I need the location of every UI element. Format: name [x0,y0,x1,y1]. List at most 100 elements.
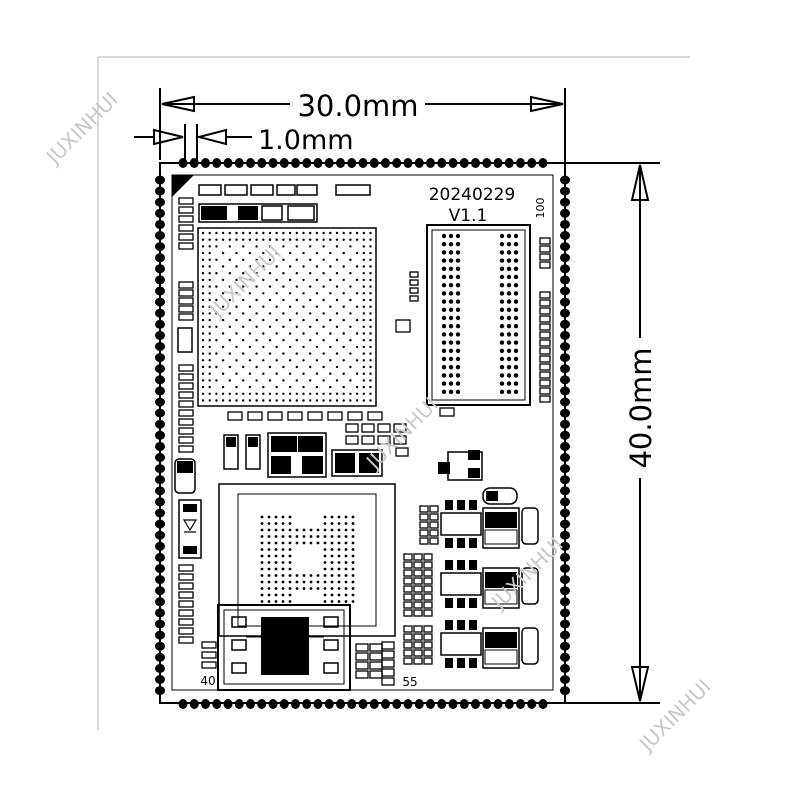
ddr-ball [441,274,447,280]
emmc-ball [260,587,264,590]
edge-pad-top [212,158,222,168]
cpu-ball [275,238,278,241]
emmc-ball [344,535,348,538]
passive-part [539,245,551,253]
emmc-ball [330,580,334,584]
ddr-ball [448,389,454,394]
emmc-ball [267,587,271,590]
ddr-ball [441,348,447,353]
cpu-ball [369,238,372,241]
emmc-ball [351,574,355,577]
cpu-ball [255,339,258,342]
cpu-ball [255,272,258,275]
cpu-ball [322,352,325,355]
cpu-ball [262,392,265,395]
cpu-ball [215,238,218,241]
emmc-ball [344,554,348,558]
passive-part [423,657,433,665]
edge-pad-bottom [381,699,390,709]
ddr-ball [499,274,505,280]
edge-pad-top [201,158,210,168]
ddr-ball [448,340,454,345]
edge-pad-bottom [459,699,469,709]
passive-part [287,411,303,421]
cpu-ball [255,365,258,369]
passive-part [369,643,383,652]
cpu-ball [235,305,238,308]
ddr-ball [448,365,454,370]
cpu-ball [262,251,265,255]
edge-pad-left [155,675,165,684]
cpu-ball [201,238,205,241]
cpu-ball [255,245,258,248]
cpu-ball [235,392,238,395]
emmc-ball [351,580,355,584]
passive-part [395,447,409,457]
cpu-ball [208,298,211,302]
passive-part [178,564,194,572]
cpu-ball [215,285,218,288]
cpu-ball [335,312,339,315]
cpu-ball [201,292,205,295]
cpu-ball [335,298,339,302]
edge-pad-top [324,158,334,168]
emmc-ball [260,593,264,597]
edge-pad-left [155,497,165,507]
cpu-ball [329,399,332,402]
passive-part [413,649,423,657]
cpu-ball [242,298,245,302]
passive-part [439,407,455,417]
edge-pad-left [155,297,165,307]
edge-pad-left [155,197,165,207]
emmc-ball [330,593,334,597]
edge-pad-left [155,652,165,662]
passive-part [539,315,551,323]
passive-part [267,411,283,421]
cpu-ball [342,359,345,362]
ddr-ball [499,266,505,271]
cpu-ball [369,345,372,349]
passive-part [409,271,419,278]
passive-part [178,206,194,214]
ddr-ball [506,274,512,280]
cpu-ball [221,392,225,395]
ddr-ball [455,381,461,386]
emmc-ball [281,561,285,564]
emmc-ball [281,541,285,545]
emmc-ball [316,574,320,577]
cpu-ball [201,339,205,342]
emmc-ball [281,587,285,590]
edge-pad-left [155,275,165,285]
cpu-ball [235,251,238,255]
passive-part [423,561,433,569]
ddr-ball [455,299,461,304]
passive-part [227,411,243,421]
emmc-ball [288,600,292,603]
passive-part [381,677,395,686]
cpu-ball [201,359,205,362]
cpu-ball [295,298,298,302]
emmc-ball [344,528,348,532]
ddr-ball [448,283,454,288]
cpu-ball [329,292,332,295]
cpu-ball [295,272,298,275]
cpu-ball [228,245,231,248]
emmc-ball [295,587,299,590]
passive-part [539,363,551,371]
cpu-ball [201,305,205,308]
cpu-ball [349,325,352,328]
emmc-ball [267,593,271,597]
cpu-ball [302,359,305,362]
cpu-ball [288,238,292,241]
passive-part [403,649,413,657]
cpu-ball [262,345,265,349]
cpu-ball [242,392,245,395]
ddr-ball [499,365,505,370]
cpu-ball [255,258,258,261]
cpu-ball [315,251,319,255]
passive-part [345,435,359,445]
cpu-ball [235,399,238,402]
cpu-ball [335,399,339,402]
ddr-ball [448,332,454,337]
cpu-ball [295,258,298,261]
